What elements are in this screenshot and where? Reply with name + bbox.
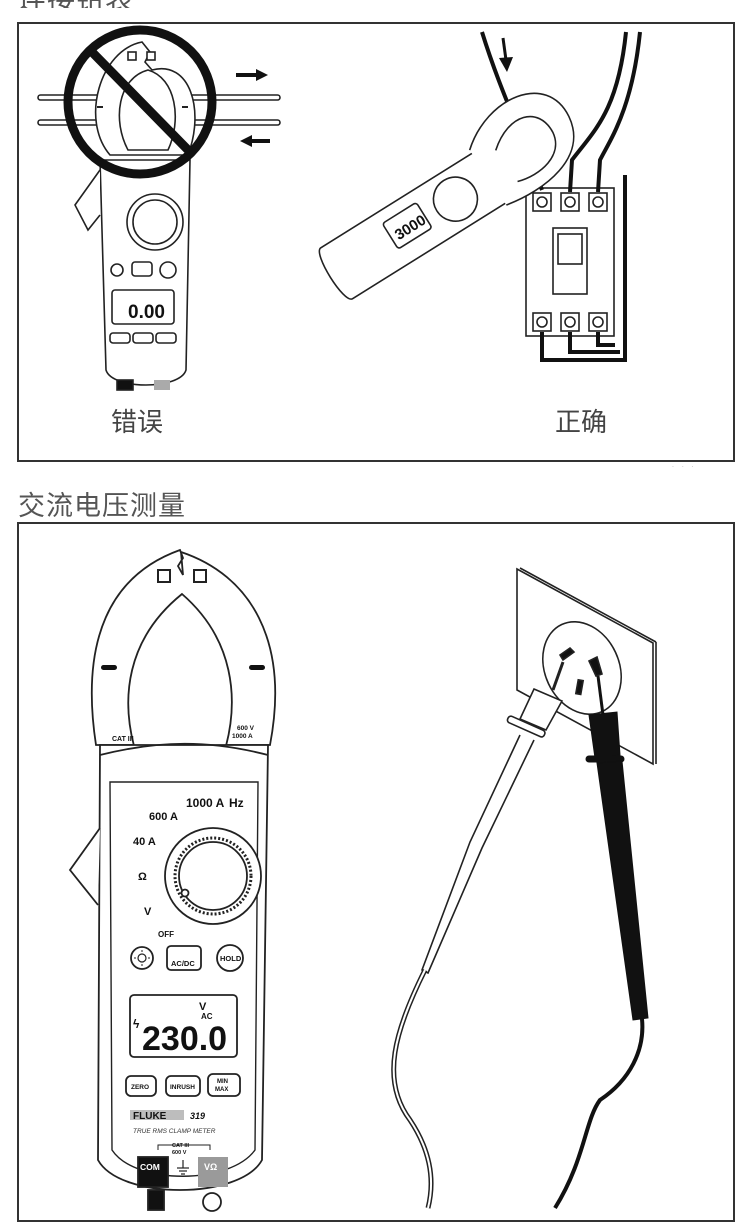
terminal-screws <box>532 192 608 332</box>
down-arrow-icon <box>499 37 513 72</box>
trigger <box>68 827 101 906</box>
jack-cat-label: CAT III <box>172 1143 189 1149</box>
range-40a: 40 A <box>133 836 156 848</box>
clamp-meter-319 <box>68 548 277 1212</box>
trigger <box>74 169 101 232</box>
right-arrow-icon <box>236 69 268 81</box>
com-jack <box>137 1156 169 1188</box>
range-ohm: Ω <box>138 871 147 883</box>
jaw-mark-left <box>127 51 137 61</box>
prohibited-icon <box>63 25 217 179</box>
jaw-mark-left <box>157 569 171 583</box>
lcd-display <box>129 994 238 1058</box>
cat-label: CAT III <box>112 736 134 743</box>
com-jack-label: COM <box>140 1162 160 1172</box>
range-hz: Hz <box>229 796 244 810</box>
hazard-icon: ϟ <box>133 1017 140 1031</box>
meter-subtitle: TRUE RMS CLAMP METER <box>133 1128 216 1135</box>
ground-icon <box>177 1160 189 1175</box>
v-jack-label: VΩ <box>204 1162 217 1172</box>
min-max-button[interactable] <box>207 1073 241 1097</box>
range-off: OFF <box>158 930 174 939</box>
correct-clamp-meter: 3000 <box>318 31 642 362</box>
backlight-button <box>110 263 124 277</box>
max-label: MAX <box>215 1087 228 1093</box>
model-number: 319 <box>190 1111 205 1121</box>
wrong-reading: 0.00 <box>128 302 165 323</box>
section-heading-ac-voltage: 交流电压测量 <box>18 491 186 522</box>
display-reading: 230.0 <box>142 1020 227 1058</box>
sun-icon <box>134 950 150 966</box>
jaw-mark-right <box>146 51 156 61</box>
hold-button-label: HOLD <box>220 954 242 963</box>
meter-labels: CAT III 600 V 1000 A 1000 A Hz 600 A 40 … <box>112 725 255 1175</box>
jaw-align-mark-right <box>249 665 265 670</box>
jaw-current-label: 1000 A <box>232 733 253 740</box>
acdc-button-label: AC/DC <box>171 959 195 968</box>
fluke-brand-plate <box>130 1110 184 1120</box>
page-mark: · · · <box>672 464 697 471</box>
v-ohm-jack <box>198 1157 228 1187</box>
zero-button-label: ZERO <box>131 1084 149 1091</box>
black-test-lead <box>553 675 649 1210</box>
caption-correct: 正确 <box>555 408 608 438</box>
backlight-button[interactable] <box>130 946 154 970</box>
tilted-dial <box>432 176 479 222</box>
acdc-button[interactable] <box>166 945 202 971</box>
brand-name: FLUKE <box>133 1111 167 1122</box>
dial-pointer <box>180 888 190 898</box>
inrush-button[interactable] <box>165 1075 201 1097</box>
caption-wrong: 错误 <box>111 408 164 438</box>
tilted-lcd <box>382 202 432 249</box>
range-1000a: 1000 A <box>186 796 225 810</box>
range-600a: 600 A <box>149 811 178 823</box>
red-lead-plug <box>202 1192 222 1212</box>
range-volt: V <box>144 906 152 918</box>
black-lead-plug <box>147 1189 165 1211</box>
left-arrow-icon <box>240 135 270 147</box>
jaw-align-mark-left <box>101 665 117 670</box>
rotary-dial <box>178 841 248 911</box>
jaw-voltage-label: 600 V <box>237 725 255 732</box>
acdc-button <box>131 261 153 277</box>
display-unit-v: V <box>199 1001 207 1013</box>
hold-button <box>159 261 177 279</box>
hold-button[interactable] <box>216 944 244 972</box>
jaw-opening <box>127 592 233 747</box>
zero-button[interactable] <box>125 1075 157 1097</box>
section-heading-connect: 连接钳表 <box>18 0 134 8</box>
jack-voltage-label: 600 V <box>172 1150 187 1156</box>
min-label: MIN <box>217 1079 228 1085</box>
display-unit-ac: AC <box>201 1012 213 1021</box>
jaw-mark-right <box>193 569 207 583</box>
inrush-button-label: INRUSH <box>170 1084 195 1091</box>
lcd-display <box>111 289 175 325</box>
red-test-lead <box>391 661 565 1209</box>
